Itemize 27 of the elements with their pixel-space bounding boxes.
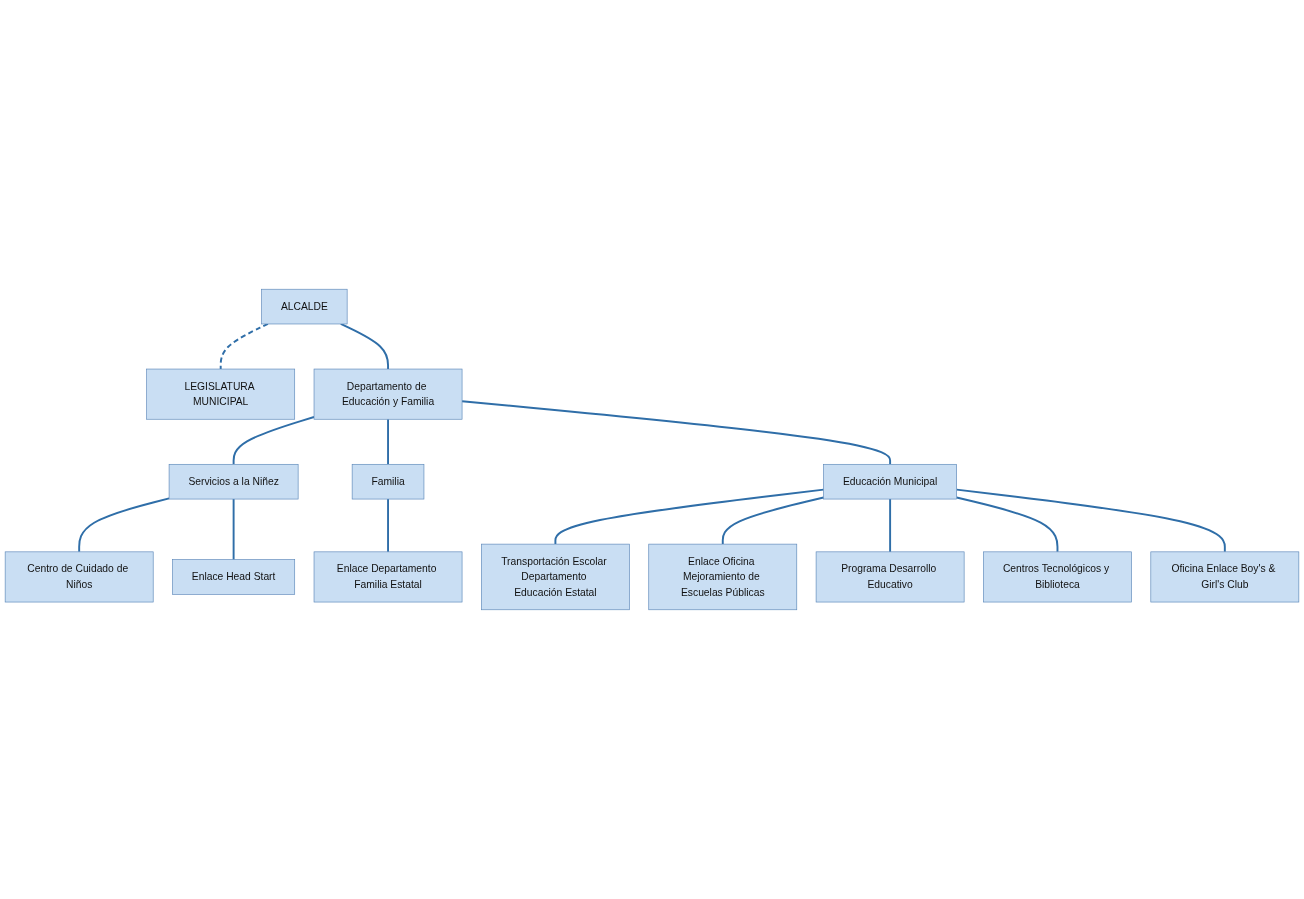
- connector: [955, 488, 1226, 553]
- connector: [232, 498, 235, 561]
- node-box: Programa Desarrollo Educativo: [815, 551, 965, 603]
- node-box: Enlace Departamento Familia Estatal: [313, 551, 463, 603]
- node-box: Departamento de Educación y Familia: [313, 368, 463, 420]
- node-box: ALCALDE: [261, 288, 348, 325]
- node-box: Enlace Head Start: [172, 559, 296, 595]
- node-box: Centro de Cuidado de Niños: [4, 551, 154, 603]
- node-box: LEGISLATURA MUNICIPAL: [146, 368, 296, 420]
- node-box: Centros Tecnológicos y Biblioteca: [983, 551, 1132, 603]
- connector: [955, 496, 1059, 553]
- connector: [554, 488, 825, 546]
- connector: [387, 498, 389, 553]
- connector: [232, 416, 315, 466]
- node-box: Educación Municipal: [823, 464, 957, 500]
- node-box: Familia: [351, 464, 425, 500]
- connector: [889, 498, 892, 553]
- connector: [219, 323, 269, 370]
- connector: [461, 400, 892, 466]
- node-box: Oficina Enlace Boy's & Girl's Club: [1150, 551, 1300, 603]
- connector: [387, 418, 389, 466]
- connector: [721, 496, 825, 546]
- node-box: Servicios a la Niñez: [168, 464, 299, 500]
- connector: [78, 497, 171, 553]
- connector: [339, 323, 389, 370]
- node-box: Enlace Oficina Mejoramiento de Escuelas Públicas: [648, 543, 798, 611]
- node-box: Transportación Escolar Departamento Educación Estatal: [481, 543, 630, 611]
